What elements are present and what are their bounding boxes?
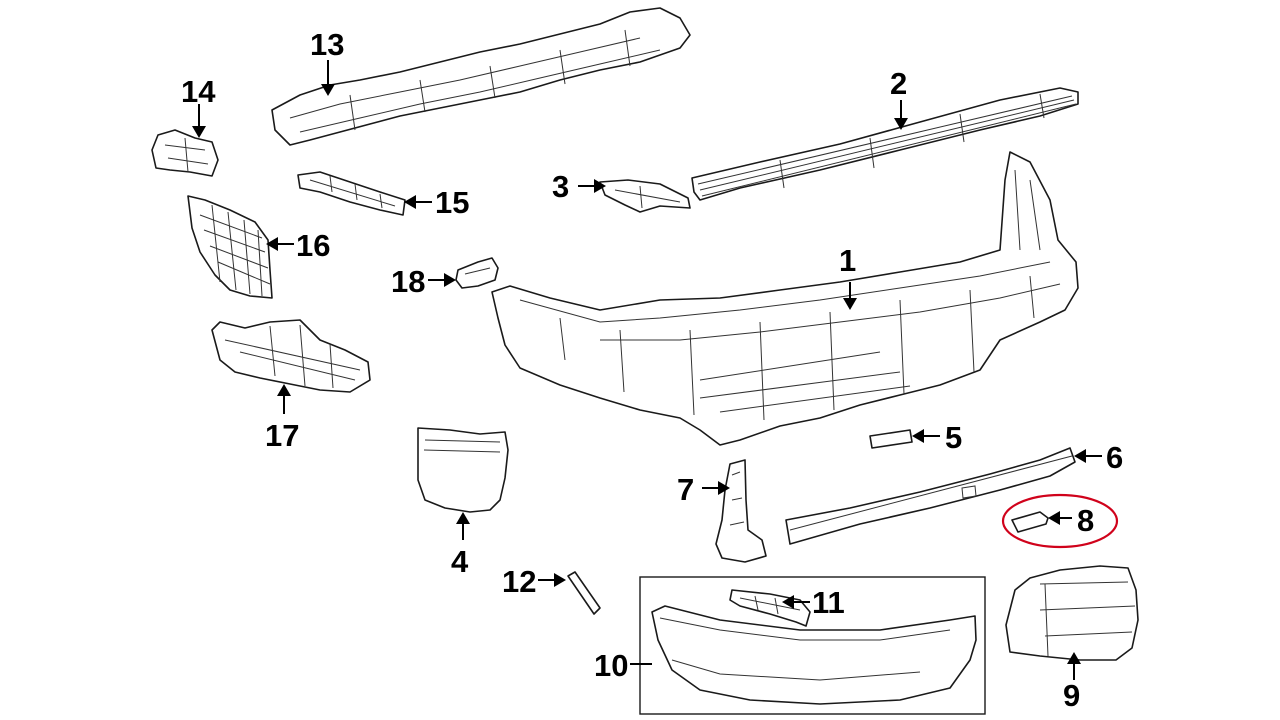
part-18-clip: [455, 257, 499, 289]
callout-11: 11: [812, 585, 845, 620]
part-15-rail: [297, 171, 406, 216]
callout-9: 9: [1063, 678, 1080, 713]
leader-11: [782, 595, 810, 609]
leader-18: [428, 273, 456, 287]
leader-1: [843, 282, 857, 310]
part-5-tab: [869, 429, 913, 449]
part-13-upper-bracket: [271, 7, 691, 146]
callout-8: 8: [1077, 503, 1094, 538]
part-8-clip: [1011, 511, 1049, 533]
leader-4: [456, 512, 470, 540]
part-6-trim-strip: [785, 447, 1076, 545]
callout-16: 16: [296, 228, 330, 263]
callout-4: 4: [451, 544, 469, 579]
leader-6: [1074, 449, 1102, 463]
callout-6: 6: [1106, 440, 1123, 475]
leader-12: [538, 573, 566, 587]
leader-17: [277, 384, 291, 414]
part-9-corner-cover: [1005, 565, 1139, 661]
leader-3: [578, 179, 606, 193]
part-10-frame: [639, 576, 986, 715]
leader-5: [912, 429, 940, 443]
callout-12: 12: [502, 564, 536, 599]
callout-13: 13: [310, 27, 344, 62]
leader-15: [404, 195, 432, 209]
leader-8: [1048, 511, 1072, 525]
part-10-lower-cover: [651, 605, 977, 705]
part-17-lower-bracket: [211, 319, 371, 393]
part-2-grille-strip: [691, 87, 1079, 201]
callout-15: 15: [435, 185, 469, 220]
part-11-mount: [729, 589, 811, 627]
leader-16: [266, 237, 294, 251]
leader-9: [1067, 652, 1081, 680]
callout-7: 7: [677, 472, 694, 507]
callout-17: 17: [265, 418, 299, 453]
leader-2: [894, 100, 908, 130]
part-4-corner-cover: [417, 427, 509, 513]
leader-7: [702, 481, 730, 495]
callout-2: 2: [890, 66, 907, 101]
part-1-main-bumper: [491, 151, 1079, 446]
part-14-side-bracket: [151, 129, 219, 177]
callout-5: 5: [945, 420, 962, 455]
callout-18: 18: [391, 264, 425, 299]
callout-14: 14: [181, 74, 216, 109]
highlight-ellipse: [1001, 493, 1119, 549]
part-3-center-bracket: [599, 179, 691, 213]
part-16-side-grille: [187, 195, 273, 299]
callout-1: 1: [839, 243, 856, 278]
callout-3: 3: [552, 169, 569, 204]
leader-13: [321, 60, 335, 96]
callout-10: 10: [594, 648, 628, 683]
part-7-vertical-bracket: [715, 459, 767, 563]
leader-14: [192, 104, 206, 138]
part-12-strip: [567, 571, 601, 615]
